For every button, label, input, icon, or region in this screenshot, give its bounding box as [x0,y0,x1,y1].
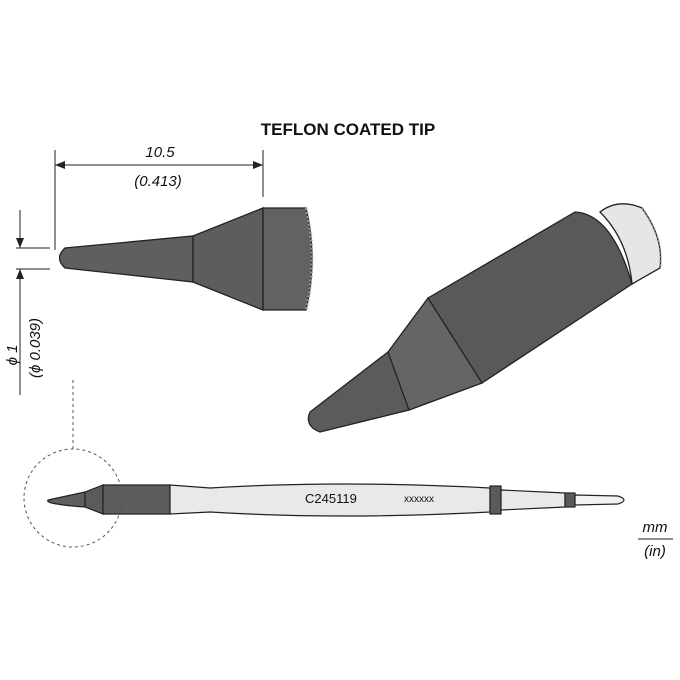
diameter-mm-label: ϕ 1 [4,345,21,366]
unit-imperial-label: (in) [644,543,666,560]
length-mm-label: 10.5 [145,144,175,161]
unit-metric-label: mm [643,519,668,536]
tip-perspective-view [307,203,662,433]
cartridge-full-view [47,483,625,517]
diameter-dimension [16,210,50,395]
cartridge-serial-label: xxxxxx [404,494,434,505]
diagram-title: TEFLON COATED TIP [261,120,435,139]
diameter-in-label: (ϕ 0.039) [27,318,44,378]
length-dimension [54,150,264,250]
tip-side-view [58,207,314,311]
length-in-label: (0.413) [134,173,182,190]
cartridge-model-label: C245119 [305,491,357,506]
detail-callout [23,380,123,548]
units-legend: mm (in) [638,519,673,560]
